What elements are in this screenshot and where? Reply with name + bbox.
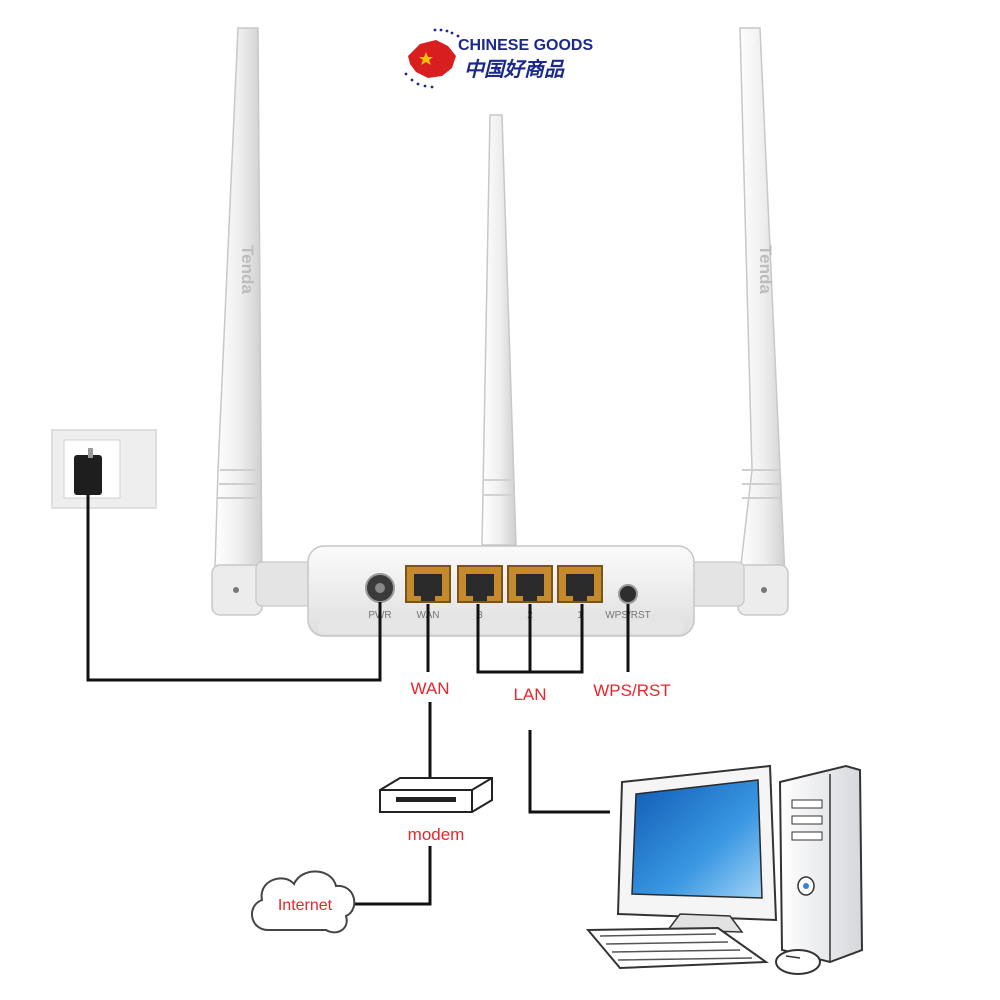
mouse (775, 949, 821, 975)
modem-device (379, 777, 493, 813)
connection-cables (86, 495, 630, 906)
desktop-computer (585, 764, 864, 975)
antenna-center (481, 114, 517, 546)
logo-dot-ring (404, 28, 460, 89)
wan-callout-label: WAN (410, 679, 449, 698)
router-body: PWR WAN 3 2 1 WPS/RST (307, 545, 695, 637)
monitor (616, 764, 778, 933)
lan-port-2: 2 (507, 565, 553, 621)
lan-port-1: 1 (557, 565, 603, 621)
antenna-right-brand: Tenda (756, 245, 775, 294)
internet-label: Internet (278, 897, 333, 914)
antenna-left-brand: Tenda (238, 245, 257, 294)
lan-callout-label: LAN (513, 685, 546, 704)
modem-label: modem (408, 825, 465, 844)
antenna-right: Tenda (687, 27, 789, 616)
keyboard (585, 926, 769, 970)
wall-socket (51, 429, 157, 509)
logo-text-zh: 中国好商品 (464, 57, 565, 81)
chinese-goods-logo: CHINESE GOODS 中国好商品 (404, 28, 593, 89)
lan-port-1-label: 1 (577, 610, 583, 621)
wps-rst-callout-label: WPS/RST (593, 681, 670, 700)
pc-tower (778, 764, 864, 964)
internet-cloud-icon (251, 870, 356, 934)
china-map-icon (408, 40, 456, 78)
lan-port-3-label: 3 (477, 610, 483, 621)
antenna-left: Tenda (211, 27, 313, 616)
logo-text-en: CHINESE GOODS (458, 37, 593, 54)
lan-port-3: 3 (457, 565, 503, 621)
